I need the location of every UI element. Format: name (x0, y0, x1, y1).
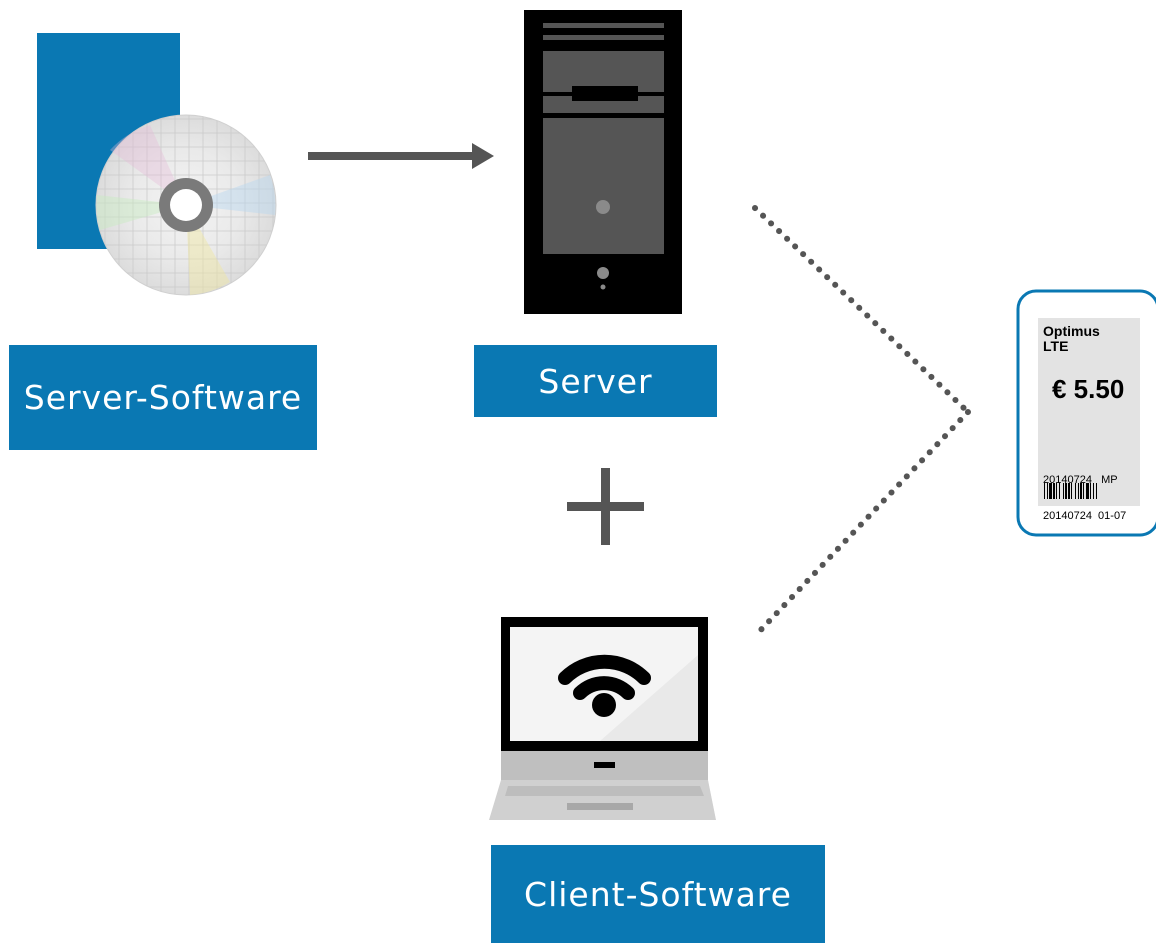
barcode-bar (1075, 483, 1076, 499)
client-software-label: Client-Software (491, 845, 825, 943)
barcode-bar (1083, 483, 1084, 499)
server-label: Server (474, 345, 717, 417)
price-tag-icon (1016, 289, 1156, 537)
server-software-label: Server-Software (9, 345, 317, 450)
barcode-bar (1071, 483, 1072, 499)
server-software-label-text: Server-Software (23, 378, 303, 417)
barcode-bar (1049, 483, 1052, 499)
barcode-icon (1044, 483, 1097, 499)
barcode-bar (1044, 483, 1045, 499)
barcode-bar (1090, 483, 1091, 499)
barcode-bar (1096, 483, 1097, 499)
barcode-bar (1078, 483, 1079, 499)
tag-product-line1: Optimus (1043, 323, 1100, 339)
barcode-bar (1086, 483, 1089, 499)
wifi-icon (558, 654, 651, 717)
tag-price: € 5.50 (1052, 374, 1125, 404)
plus-icon (567, 468, 644, 545)
tag-codes: 20140724 MP 20140724 01-07 (1043, 450, 1126, 534)
barcode-bar (1053, 483, 1055, 499)
barcode-bar (1093, 483, 1094, 499)
barcode-bar (1065, 483, 1067, 499)
dotted-connection-lines (752, 205, 971, 639)
barcode-bar (1068, 483, 1070, 499)
laptop-icon (489, 617, 716, 820)
server-label-text: Server (538, 361, 653, 401)
barcode-bar (1063, 483, 1064, 499)
client-software-label-text: Client-Software (524, 874, 792, 914)
tag-code-line1: 20140724 MP (1043, 474, 1118, 486)
barcode-bar (1056, 483, 1057, 499)
tag-product-line2: LTE (1043, 338, 1069, 354)
barcode-bar (1080, 483, 1082, 499)
cd-icon (95, 114, 277, 296)
barcode-bar (1059, 483, 1060, 499)
arrow-right-icon (308, 143, 494, 169)
tag-product-name: Optimus LTE (1043, 324, 1100, 354)
barcode-bar (1047, 483, 1048, 499)
tag-code-line2: 20140724 01-07 (1043, 510, 1127, 522)
server-tower-icon (524, 10, 682, 314)
